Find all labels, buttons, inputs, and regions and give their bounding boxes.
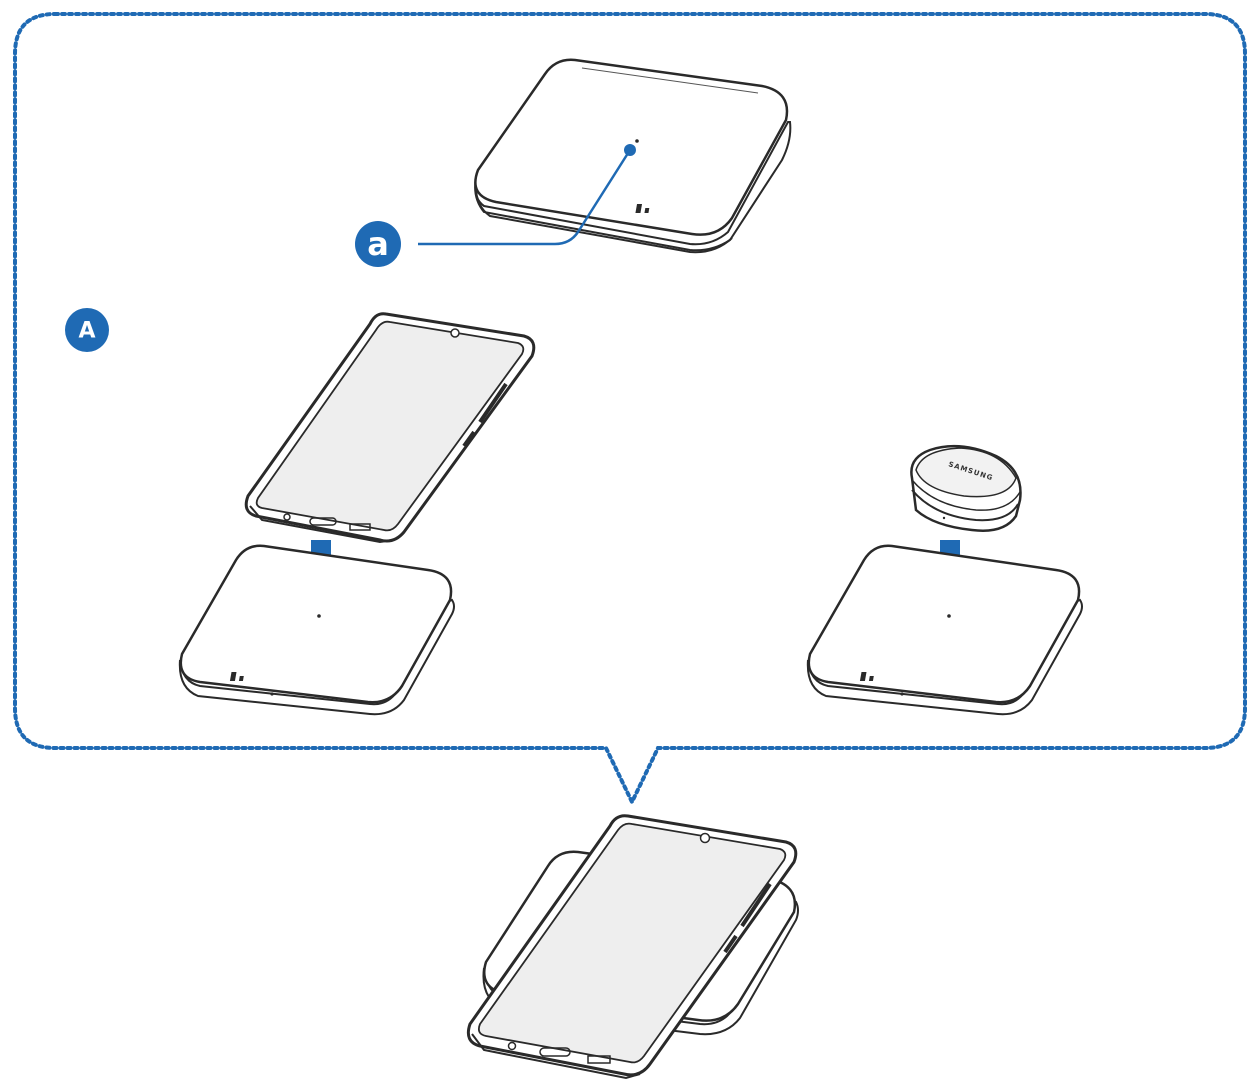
charger-pad-left	[178, 544, 455, 716]
part-label-badge: a	[355, 221, 401, 267]
led-callout-line	[418, 149, 632, 246]
scenario-label: A	[78, 319, 95, 344]
charger-pad-closeup	[474, 58, 792, 254]
earbuds-case: SAMSUNG	[910, 444, 1022, 532]
charger-pad-right	[806, 544, 1083, 716]
scenario-frame	[13, 12, 1247, 807]
phone-on-charger	[466, 814, 798, 1080]
part-label: a	[367, 225, 389, 263]
led-callout-dot	[624, 144, 636, 156]
led-indicator	[635, 139, 639, 143]
phone-left	[244, 312, 536, 544]
scenario-label-badge: A	[65, 308, 109, 352]
